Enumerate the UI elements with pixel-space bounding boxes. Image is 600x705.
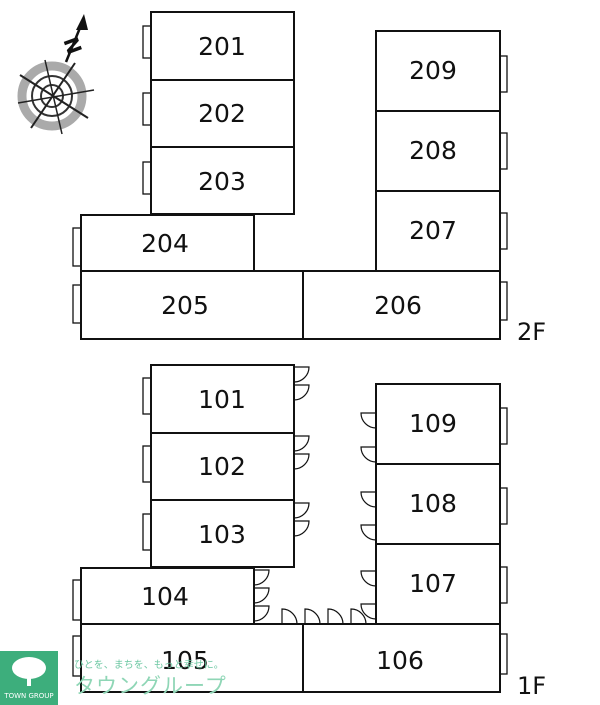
room-label: 104 <box>141 582 189 611</box>
window-mark <box>142 161 152 195</box>
door-swing-icon <box>350 608 367 625</box>
door-swing-icon <box>293 384 310 401</box>
door-swing-icon <box>360 412 377 429</box>
door-swing-icon <box>293 366 310 383</box>
window-mark <box>72 227 82 267</box>
room-209: 209 <box>375 30 501 112</box>
room-102: 102 <box>150 432 295 501</box>
room-label: 202 <box>198 99 246 128</box>
room-label: 204 <box>141 229 189 258</box>
room-label: 207 <box>409 216 457 245</box>
door-swing-icon <box>253 569 270 586</box>
room-205: 205 <box>80 270 304 340</box>
door-swing-icon <box>360 446 377 463</box>
north-label: N <box>58 34 86 58</box>
watermark-company: タウングループ <box>74 674 227 698</box>
door-swing-icon <box>293 520 310 537</box>
room-label: 101 <box>198 385 246 414</box>
room-108: 108 <box>375 463 501 545</box>
window-mark <box>142 25 152 59</box>
room-109: 109 <box>375 383 501 465</box>
door-swing-icon <box>293 435 310 452</box>
watermark-tagline: ひとを、まちを、もっと幸せに。 <box>74 659 224 671</box>
door-swing-icon <box>360 603 377 620</box>
room-label: 203 <box>198 167 246 196</box>
window-mark <box>142 445 152 483</box>
room-101: 101 <box>150 364 295 434</box>
compass-rose-icon <box>17 59 95 135</box>
room-label: 208 <box>409 136 457 165</box>
door-swing-icon <box>281 608 298 625</box>
room-103: 103 <box>150 499 295 568</box>
floor-label-1f: 1F <box>517 672 546 700</box>
room-202: 202 <box>150 79 295 148</box>
room-106: 106 <box>302 623 501 693</box>
room-208: 208 <box>375 110 501 192</box>
room-label: 209 <box>409 56 457 85</box>
room-201: 201 <box>150 11 295 81</box>
door-swing-icon <box>360 570 377 587</box>
door-swing-icon <box>360 524 377 541</box>
room-207: 207 <box>375 190 501 272</box>
room-label: 107 <box>409 569 457 598</box>
room-label: 103 <box>198 520 246 549</box>
door-swing-icon <box>253 605 270 622</box>
compass: N <box>17 14 95 135</box>
logo-text: TOWN GROUP <box>3 692 53 700</box>
room-label: 109 <box>409 409 457 438</box>
room-206: 206 <box>302 270 501 340</box>
room-107: 107 <box>375 543 501 625</box>
window-mark <box>72 579 82 621</box>
window-mark <box>142 513 152 551</box>
watermark: TOWN GROUP ひとを、まちを、もっと幸せに。 タウングループ <box>0 651 227 705</box>
door-swing-icon <box>293 453 310 470</box>
room-204: 204 <box>80 214 255 272</box>
room-label: 201 <box>198 32 246 61</box>
door-swing-icon <box>293 502 310 519</box>
town-group-logo: TOWN GROUP <box>0 651 58 705</box>
north-arrow-icon <box>64 14 88 63</box>
room-label: 106 <box>376 646 424 675</box>
floor-label-2f: 2F <box>517 318 546 346</box>
window-mark <box>142 92 152 126</box>
door-swing-icon <box>304 608 321 625</box>
window-mark <box>142 377 152 415</box>
room-104: 104 <box>80 567 255 625</box>
room-label: 205 <box>161 291 209 320</box>
room-203: 203 <box>150 146 295 215</box>
room-label: 102 <box>198 452 246 481</box>
tree-icon <box>12 657 46 686</box>
door-swing-icon <box>360 491 377 508</box>
door-swing-icon <box>327 608 344 625</box>
room-label: 206 <box>374 291 422 320</box>
door-swing-icon <box>253 587 270 604</box>
room-label: 108 <box>409 489 457 518</box>
room-label: 105 <box>161 646 209 675</box>
room-105: 105 <box>80 623 304 693</box>
floor-2f: 201 202 203 204 205 206 207 208 <box>72 11 546 346</box>
window-mark <box>72 284 82 324</box>
floor-1f: 101 102 103 104 105 106 107 108 <box>72 364 546 700</box>
